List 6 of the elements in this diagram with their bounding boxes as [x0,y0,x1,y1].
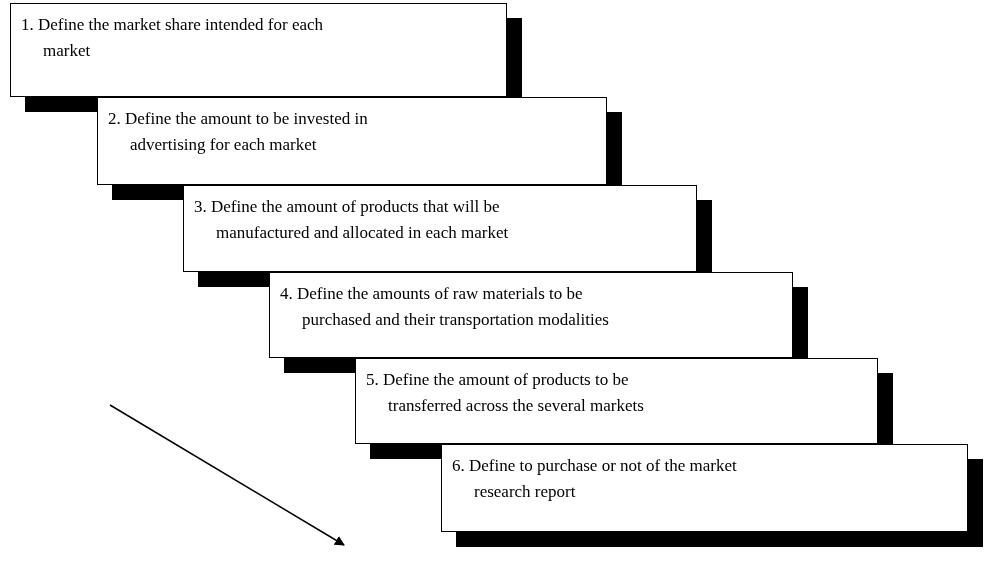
step-text: 1. Define the market share intended for each market [21,14,325,62]
step-text: 4. Define the amounts of raw materials to be purchased and their transportation modalities [280,283,610,331]
step-text: 5. Define the amount of products to be transferred across the several markets [366,369,645,417]
step-text: 3. Define the amount of products that will be manufactured and allocated in each market [194,196,510,244]
step-text: 6. Define to purchase or not of the market research report [452,455,738,503]
step-text: 2. Define the amount to be invested in advertising for each market [108,108,369,156]
